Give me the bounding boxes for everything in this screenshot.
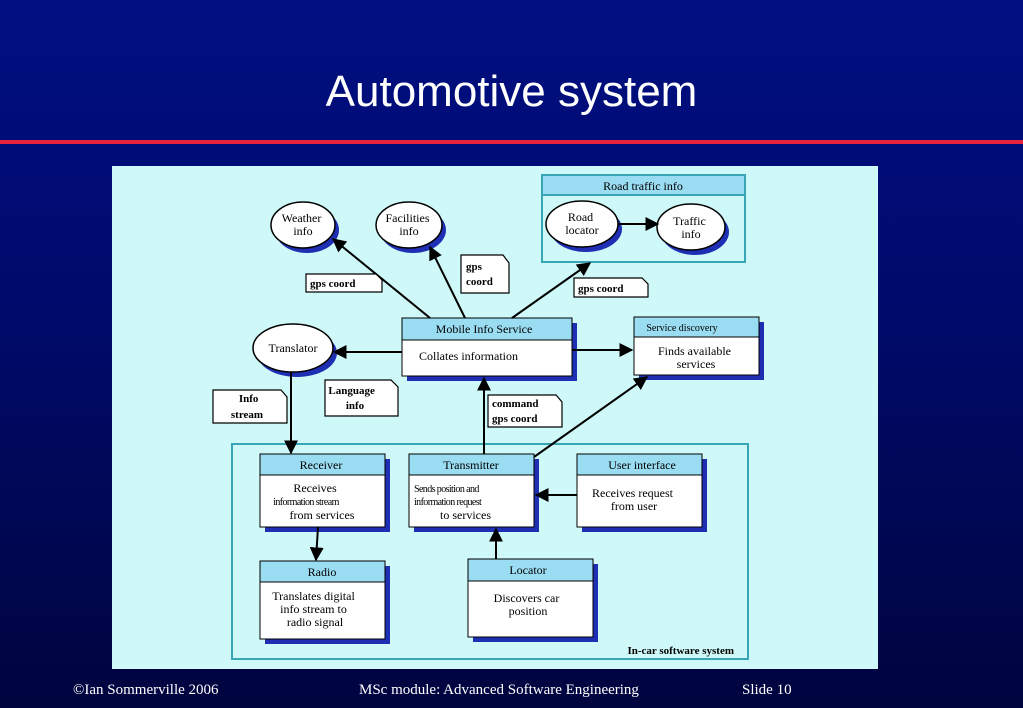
system-diagram: Road traffic info In-car software system… bbox=[212, 174, 764, 660]
in-car-system-label: In-car software system bbox=[627, 645, 734, 657]
label-info-stream-1: Info bbox=[239, 393, 259, 405]
transmitter-box: Transmitter Sends position and informati… bbox=[408, 453, 539, 532]
weather-label-2: info bbox=[293, 224, 312, 238]
locator-title: Locator bbox=[509, 563, 546, 577]
label-command-gps-coord: command gps coord bbox=[487, 394, 563, 428]
label-info-stream: Info stream bbox=[212, 389, 288, 424]
road-locator-label-1: Road bbox=[568, 210, 593, 224]
service-discovery-title: Service discovery bbox=[646, 323, 717, 334]
traffic-info-label-1: Traffic bbox=[673, 214, 706, 228]
service-discovery-box: Service discovery Finds available servic… bbox=[633, 316, 764, 380]
locator-box: Locator Discovers car position bbox=[467, 558, 598, 642]
svg-text:Facilities info: Facilities info bbox=[386, 211, 433, 238]
service-discovery-body-1: Finds available bbox=[658, 344, 731, 358]
transmitter-body-3: to services bbox=[440, 508, 491, 522]
svg-text:Translates digital inf: Translates digital info stream to radio … bbox=[272, 589, 358, 629]
svg-text:Receives information s: Receives information stream from service… bbox=[273, 479, 355, 522]
receiver-box: Receiver Receives information stream fro… bbox=[259, 453, 390, 532]
transmitter-body-2: information request bbox=[414, 497, 482, 508]
mobile-info-service-title: Mobile Info Service bbox=[436, 322, 533, 336]
svg-text:command gps coord: command gps coord bbox=[492, 398, 541, 425]
arrow-transmitter-to-service-discovery bbox=[533, 376, 649, 458]
slide-title: Automotive system bbox=[325, 67, 698, 116]
translator-node: Translator bbox=[252, 323, 337, 377]
in-car-system-container: In-car software system bbox=[231, 443, 749, 660]
svg-text:Language info: Language info bbox=[328, 385, 377, 412]
road-traffic-container: Road traffic info bbox=[541, 174, 746, 263]
footer-copyright: ©Ian Sommerville 2006 bbox=[73, 682, 219, 698]
label-language-info: Language info bbox=[324, 379, 399, 417]
arrow-mobile-to-weather bbox=[331, 238, 431, 319]
label-command-gps: gps coord bbox=[492, 413, 538, 425]
weather-label-1: Weather bbox=[282, 211, 322, 225]
label-gps-coord-right: gps coord bbox=[573, 277, 649, 298]
receiver-body-2: information stream bbox=[273, 497, 339, 508]
label-gps-coord-right-text: gps coord bbox=[578, 283, 624, 295]
svg-text:Weather info: Weather info bbox=[282, 211, 325, 238]
footer-slide-label: Slide bbox=[742, 682, 773, 698]
traffic-info-node: Traffic info bbox=[656, 203, 729, 255]
facilities-label-1: Facilities bbox=[386, 211, 430, 225]
mobile-info-service-box: Mobile Info Service Collates information bbox=[401, 317, 577, 381]
mobile-info-service-body: Collates information bbox=[419, 349, 518, 363]
footer-slide: Slide 10 bbox=[742, 681, 792, 699]
weather-info-node: Weather info bbox=[270, 201, 339, 253]
road-locator-node: Road locator bbox=[545, 200, 622, 252]
label-gps-coord-mid: gps coord bbox=[460, 254, 510, 294]
road-traffic-title: Road traffic info bbox=[603, 179, 683, 193]
user-interface-body-2: from user bbox=[611, 499, 657, 513]
receiver-body-3: from services bbox=[290, 508, 355, 522]
receiver-title: Receiver bbox=[300, 458, 343, 472]
label-command: command bbox=[492, 398, 538, 410]
locator-body-1: Discovers car bbox=[494, 591, 560, 605]
svg-text:Info stream: Info stream bbox=[231, 393, 263, 421]
footer-slide-number: 10 bbox=[776, 682, 792, 698]
user-interface-box: User interface Receives request from use… bbox=[576, 453, 707, 532]
user-interface-title: User interface bbox=[608, 458, 676, 472]
radio-body-2: info stream to bbox=[280, 602, 347, 616]
facilities-info-node: Facilities info bbox=[375, 201, 446, 253]
radio-body-1: Translates digital bbox=[272, 589, 355, 603]
footer-module: MSc module: Advanced Software Engineerin… bbox=[359, 682, 639, 698]
radio-title: Radio bbox=[308, 565, 337, 579]
svg-text:Receives request from: Receives request from user bbox=[592, 486, 676, 513]
label-info-stream-2: stream bbox=[231, 409, 263, 421]
svg-text:Traffic info: Traffic info bbox=[673, 214, 709, 241]
diagram-panel: Road traffic info In-car software system… bbox=[112, 166, 878, 669]
receiver-body-1: Receives bbox=[293, 481, 337, 495]
arrow-mobile-to-road-traffic bbox=[511, 262, 592, 319]
arrow-mobile-to-facilities bbox=[429, 245, 466, 319]
svg-text:Road locator: Road locator bbox=[565, 210, 598, 237]
service-discovery-body-2: services bbox=[677, 357, 716, 371]
svg-text:gps coord: gps coord bbox=[466, 261, 493, 288]
svg-text:Sends position and inf: Sends position and information request t… bbox=[414, 479, 491, 522]
label-language-info-2: info bbox=[346, 400, 365, 412]
title-divider bbox=[0, 140, 1023, 144]
road-locator-label-2: locator bbox=[565, 223, 598, 237]
facilities-label-2: info bbox=[399, 224, 418, 238]
transmitter-title: Transmitter bbox=[443, 458, 499, 472]
label-language-info-1: Language bbox=[328, 385, 375, 397]
label-gps-coord-left: gps coord bbox=[305, 273, 383, 293]
transmitter-body-1: Sends position and bbox=[414, 484, 479, 495]
locator-body-2: position bbox=[509, 604, 548, 618]
svg-text:Finds available servic: Finds available services bbox=[658, 344, 734, 371]
radio-body-3: radio signal bbox=[287, 615, 344, 629]
traffic-info-label-2: info bbox=[681, 227, 700, 241]
translator-label: Translator bbox=[269, 341, 318, 355]
label-gps-coord-mid-1: gps bbox=[466, 261, 483, 273]
label-gps-coord-mid-2: coord bbox=[466, 276, 493, 288]
radio-box: Radio Translates digital info stream to … bbox=[259, 560, 390, 644]
arrow-receiver-to-radio bbox=[309, 526, 324, 562]
svg-text:Discovers car position: Discovers car position bbox=[494, 591, 563, 618]
label-gps-coord-left-text: gps coord bbox=[310, 278, 356, 290]
user-interface-body-1: Receives request bbox=[592, 486, 674, 500]
